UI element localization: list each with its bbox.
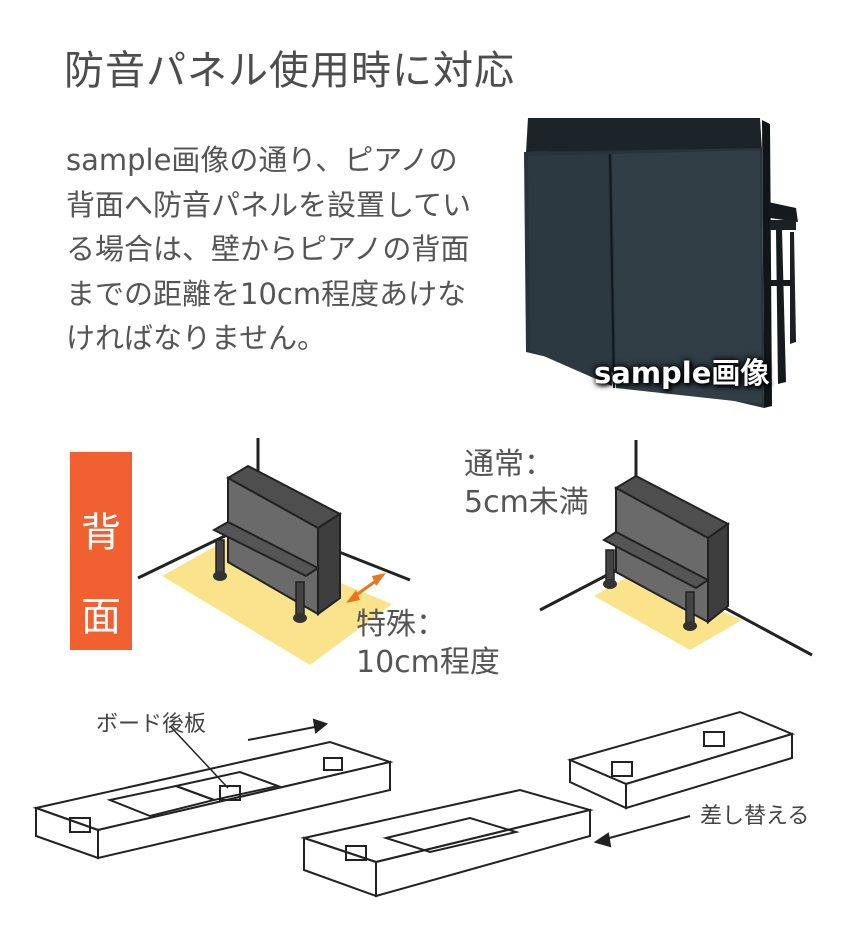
special-placement-diagram [137, 438, 411, 665]
description-text: sample画像の通り、ピアノの背面へ防音パネルを設置している場合は、壁からピア… [66, 143, 472, 355]
special-label: 特殊： 10cm程度 [356, 606, 500, 682]
normal-label: 通常： 5cm未満 [464, 446, 589, 522]
normal-label-line2: 5cm未満 [464, 485, 589, 520]
board-arrows [169, 718, 691, 848]
sample-photo [520, 112, 820, 410]
normal-placement-diagram [539, 440, 813, 657]
photo-caption: sample画像 [594, 356, 770, 390]
board-label: ボード後板 [96, 712, 207, 737]
badge-char-1: 背 [81, 510, 121, 556]
back-badge: 背 面 [70, 452, 132, 650]
badge-char-2: 面 [81, 594, 121, 640]
page-title: 防音パネル使用時に対応 [64, 48, 515, 94]
board-diagram [32, 710, 795, 898]
swap-label: 差し替える [700, 804, 810, 829]
special-label-line1: 特殊： [356, 607, 446, 642]
special-label-line2: 10cm程度 [356, 645, 500, 680]
normal-label-line1: 通常： [464, 447, 554, 482]
